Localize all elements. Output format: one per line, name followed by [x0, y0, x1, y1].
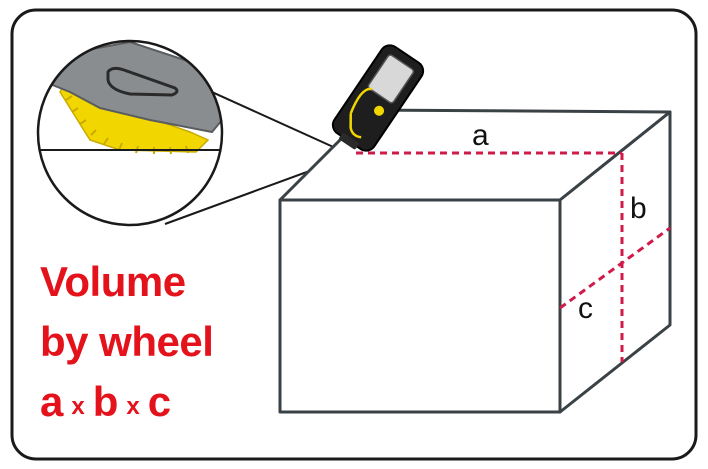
box-front-face: [278, 198, 562, 414]
dimension-label-c: c: [578, 292, 593, 325]
dimension-lines: [356, 151, 671, 362]
dimension-label-a: a: [472, 119, 489, 152]
caption-line-volume: Volume: [40, 258, 186, 305]
caption-line-by-wheel: by wheel: [40, 318, 214, 365]
cuboid-box: [278, 108, 672, 414]
dimension-line-c: [559, 226, 671, 310]
measuring-wheel-device-icon: [331, 44, 425, 152]
dimension-label-b: b: [630, 192, 647, 225]
wheel-magnifier-icon: [36, 39, 224, 227]
formula-times-2: x: [126, 393, 140, 420]
formula-b: b: [92, 378, 119, 425]
formula-times-1: x: [71, 393, 85, 420]
formula-c: c: [147, 378, 172, 425]
formula-a: a: [40, 378, 64, 425]
